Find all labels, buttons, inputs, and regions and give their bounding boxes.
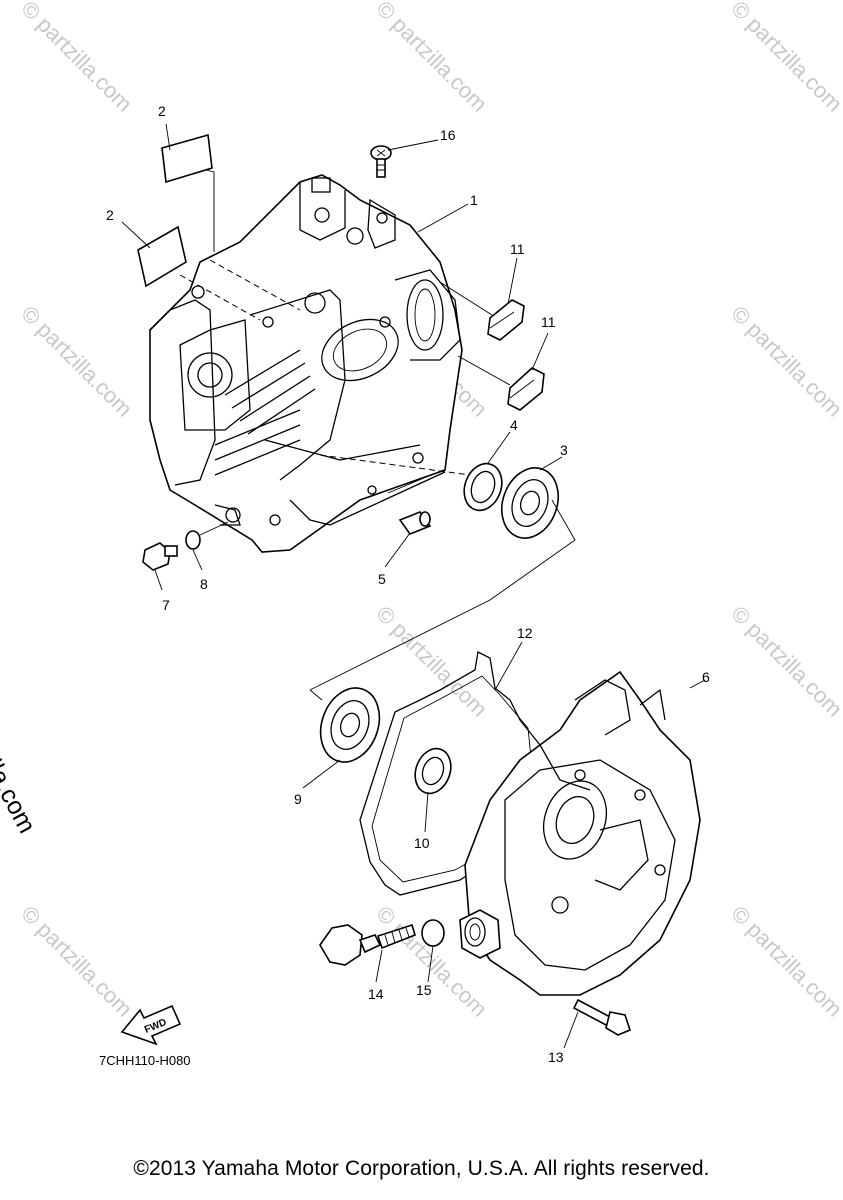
bolt-13	[572, 998, 631, 1036]
callout-6: 6	[702, 669, 710, 685]
watermark: © partzilla.com	[726, 301, 843, 422]
oil-seal-10	[414, 747, 452, 795]
screw-16	[370, 145, 392, 178]
leader-lines	[121, 123, 706, 1049]
gasket-12	[359, 651, 546, 896]
drain-bolt-7	[142, 542, 178, 571]
copyright-footer: ©2013 Yamaha Motor Corporation, U.S.A. A…	[133, 1157, 710, 1180]
callouts: 16 1 2 2 11 11 4 3 5 7 8 12 6 9 10 14 15…	[106, 103, 710, 1065]
seal-11b	[507, 367, 545, 411]
watermark: © partzilla.com	[16, 901, 137, 1022]
watermark: © partzilla.com	[371, 0, 492, 117]
watermark: © partzilla.com	[726, 0, 843, 117]
callout-7: 7	[162, 597, 170, 613]
crankcase-body	[149, 174, 471, 553]
callout-10: 10	[414, 835, 430, 851]
callout-15: 15	[416, 982, 432, 998]
callout-14: 14	[368, 986, 384, 1002]
seal-11a	[487, 299, 525, 341]
callout-11b: 11	[541, 314, 556, 330]
o-ring-15	[421, 919, 445, 947]
callout-16: 16	[440, 127, 456, 143]
watermark: © partzilla.com	[16, 0, 137, 117]
label-sticker-a	[161, 133, 213, 184]
oil-seal-4	[463, 462, 503, 512]
watermark: © partzilla.com	[726, 601, 843, 722]
callout-13: 13	[548, 1049, 564, 1065]
washer-8	[185, 530, 201, 550]
dowel-pin-5	[398, 511, 432, 535]
callout-9: 9	[294, 791, 302, 807]
label-sticker-b	[137, 225, 187, 288]
watermark: © partzilla.com	[16, 301, 137, 422]
drawing-code: 7CHH110-H080	[99, 1053, 191, 1068]
crankcase-cover-6	[459, 670, 701, 996]
bearing-9	[319, 687, 381, 763]
callout-8: 8	[200, 576, 208, 592]
callout-2a: 2	[158, 103, 166, 119]
fwd-arrow-icon: FWD	[120, 1004, 182, 1046]
callout-1: 1	[470, 192, 478, 208]
watermark: © partzilla.com	[726, 901, 843, 1022]
callout-12: 12	[517, 625, 533, 641]
watermark-layer: © partzilla.com © partzilla.com © partzi…	[16, 0, 843, 1022]
callout-4: 4	[510, 417, 518, 433]
callout-2b: 2	[106, 207, 114, 223]
callout-5: 5	[378, 571, 386, 587]
callout-11a: 11	[510, 241, 525, 257]
dipstick-14	[319, 923, 416, 966]
bearing-3	[500, 467, 560, 539]
callout-3: 3	[560, 442, 568, 458]
